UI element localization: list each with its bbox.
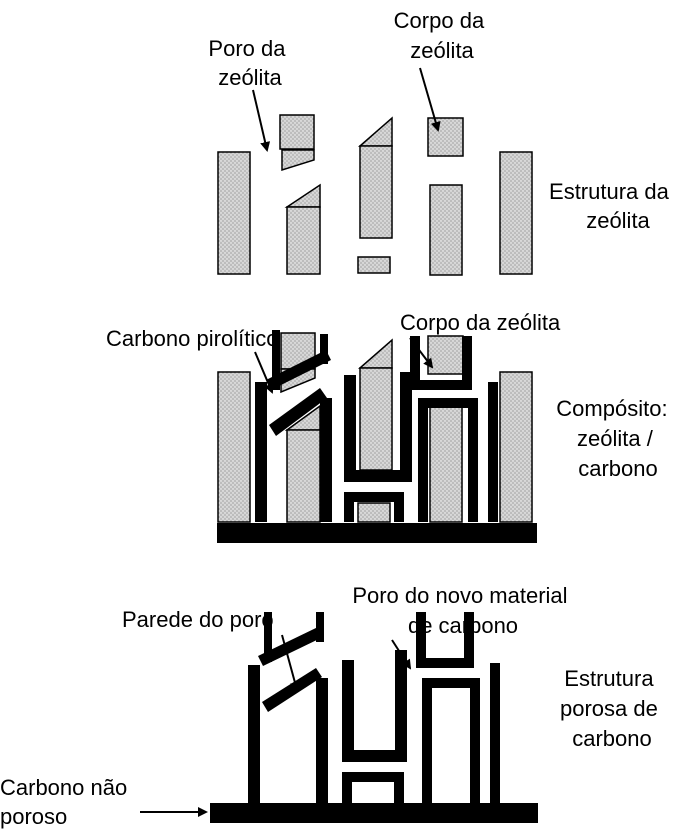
new-pore-label: Poro do novo material de carbono (352, 583, 573, 638)
carbon-wall (462, 336, 472, 386)
carbon-wall (416, 658, 474, 668)
carbon-wall (394, 772, 404, 803)
carbon-wall (410, 336, 420, 386)
zeolite-pillar (499, 371, 533, 523)
carbon-wall (344, 492, 404, 502)
panel-zeolite-structure: Poro da zeólita Corpo da zeólita Estrutu… (208, 8, 675, 276)
zeolite-body-label: Corpo da zeólita (394, 8, 491, 63)
carbon-wall (490, 663, 500, 803)
zeolite-pillar (359, 145, 393, 239)
carbon-wall (272, 330, 280, 390)
carbon-wall (344, 492, 354, 522)
zeolite-pillar (286, 206, 321, 275)
carbon-wall (488, 382, 498, 522)
pyrolytic-carbon-walls (217, 330, 537, 543)
zeolite-wedge (358, 116, 393, 147)
carbon-wall (470, 678, 480, 803)
zeolite-wedge (358, 338, 393, 369)
carbon-wall-diagonal (258, 627, 323, 666)
carbon-wall (395, 650, 407, 762)
nonporous-carbon-base (210, 803, 538, 823)
zeolite-structure-label: Estrutura da zeólita (549, 179, 675, 233)
carbon-wall (320, 334, 328, 364)
zeolite-pillar (359, 367, 393, 471)
composite-body-arrow (409, 337, 434, 369)
composite-body-label: Corpo da zeólita (400, 310, 561, 335)
carbon-wall (418, 398, 428, 522)
carbon-wall (248, 665, 260, 803)
carbon-wall (264, 612, 272, 662)
zeolite-small-block (357, 256, 391, 274)
carbon-wall-diagonal (269, 388, 327, 436)
panel-composite: Carbono pirolítico Corpo da zeólita Comp… (106, 310, 673, 543)
zeolite-block-top (280, 332, 316, 370)
carbon-wall (422, 678, 480, 688)
carbon-wall (316, 612, 324, 642)
pore-arrow (252, 89, 271, 152)
zeolite-block-top (427, 335, 464, 375)
carbon-wall (416, 612, 426, 664)
composite-label: Compósito: zeólita / carbono (556, 396, 673, 481)
zeolite-wedge (284, 183, 321, 208)
pyrolytic-arrow (254, 351, 274, 394)
new-pore-arrow (391, 639, 412, 670)
zeolite-pillar (217, 151, 251, 275)
carbon-wall (468, 398, 478, 522)
carbon-wall (316, 678, 328, 803)
carbon-wall (342, 772, 404, 782)
carbon-wall (410, 380, 472, 390)
panel-porous-carbon: Parede do poro Poro do novo material de … (0, 583, 664, 829)
carbon-wall (400, 372, 412, 482)
zeolite-pillar (286, 429, 321, 523)
pore-wall-label: Parede do poro (122, 607, 274, 632)
porous-carbon-label: Estrutura porosa de carbono (560, 666, 664, 751)
carbon-wall-diagonal (266, 350, 331, 390)
zeolite-block-top (279, 114, 315, 150)
body-arrow (419, 67, 441, 132)
zeolite-pillar (499, 151, 533, 275)
carbon-wall (344, 470, 404, 482)
carbon-wall (394, 492, 404, 522)
pore-wall-arrow (281, 634, 300, 692)
zeolite-pillar (429, 184, 463, 276)
carbon-wall (342, 750, 404, 762)
carbon-wall (320, 398, 332, 522)
porous-carbon-walls (210, 612, 538, 823)
zeolite-blocks (217, 114, 533, 276)
carbon-wall (342, 660, 354, 760)
carbon-wall (422, 678, 432, 803)
zeolite-wedge (281, 149, 315, 172)
zeolite-block-top (427, 117, 464, 157)
carbon-wall (344, 375, 356, 470)
carbon-base-layer (217, 523, 537, 543)
carbon-wall (464, 612, 474, 664)
pore-label: Poro da zeólita (208, 36, 291, 90)
carbon-wall (418, 398, 478, 408)
pyrolytic-carbon-label: Carbono pirolítico (106, 326, 278, 351)
nonporous-carbon-label: Carbono não poroso (0, 775, 133, 829)
zeolite-pillar (217, 371, 251, 523)
carbon-wall (342, 772, 352, 803)
zeolite-small-block (357, 502, 391, 523)
carbon-wall (255, 382, 267, 522)
zeolite-pillar (429, 405, 463, 523)
